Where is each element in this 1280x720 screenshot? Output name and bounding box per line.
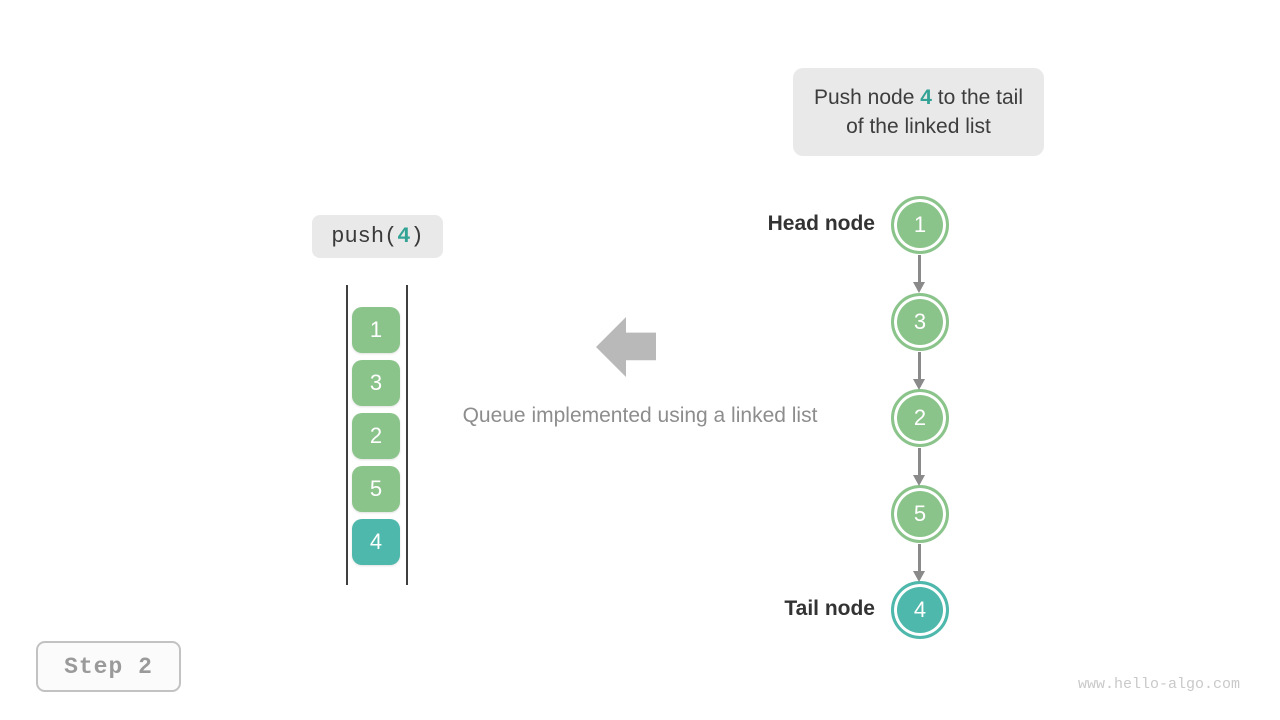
callout-text-prefix: Push node [813,86,921,109]
diagram-caption: Queue implemented using a linked list [462,404,818,427]
arrow-down-icon [913,448,925,486]
node-value: 2 [913,405,927,430]
node-value: 4 [913,597,927,622]
queue-cell: 5 [352,466,400,512]
left-arrow-icon [596,317,656,377]
queue-cell: 2 [352,413,400,459]
arrow-down-icon [913,352,925,390]
queue-cell: 3 [352,360,400,406]
queue-cell-value: 2 [369,423,383,448]
operation-prefix: push( [331,224,398,249]
linked-list-node: 4 [891,581,949,639]
queue-rails [346,285,408,585]
arrow-down-icon [913,544,925,582]
operation-arg: 4 [397,224,411,249]
queue-cell-value: 5 [369,476,383,501]
arrow-down-icon [913,255,925,293]
callout-text: Push node 4 to the tail of the linked li… [807,83,1030,141]
queue-cell-value: 1 [369,317,383,342]
tail-node-label: Tail node [784,597,875,620]
queue-cell-value: 3 [369,370,383,395]
linked-list-node: 5 [891,485,949,543]
head-node-label: Head node [767,212,875,235]
linked-list-node: 2 [891,389,949,447]
operation-suffix: ) [410,224,424,249]
callout-bubble: Push node 4 to the tail of the linked li… [793,68,1044,156]
callout-text-suffix: to the tail of the linked list [846,86,1023,138]
callout-highlight-value: 4 [920,86,932,109]
watermark: www.hello-algo.com [1077,676,1240,693]
linked-list-node: 3 [891,293,949,351]
queue-cell: 1 [352,307,400,353]
step-badge: Step 2 [36,641,181,692]
queue-cell: 4 [352,519,400,565]
operation-chip: push(4) [312,215,443,258]
node-value: 1 [913,212,927,237]
linked-list-node: 1 [891,196,949,254]
node-value: 3 [913,309,927,334]
node-value: 5 [913,501,927,526]
queue-cell-value: 4 [369,529,383,554]
